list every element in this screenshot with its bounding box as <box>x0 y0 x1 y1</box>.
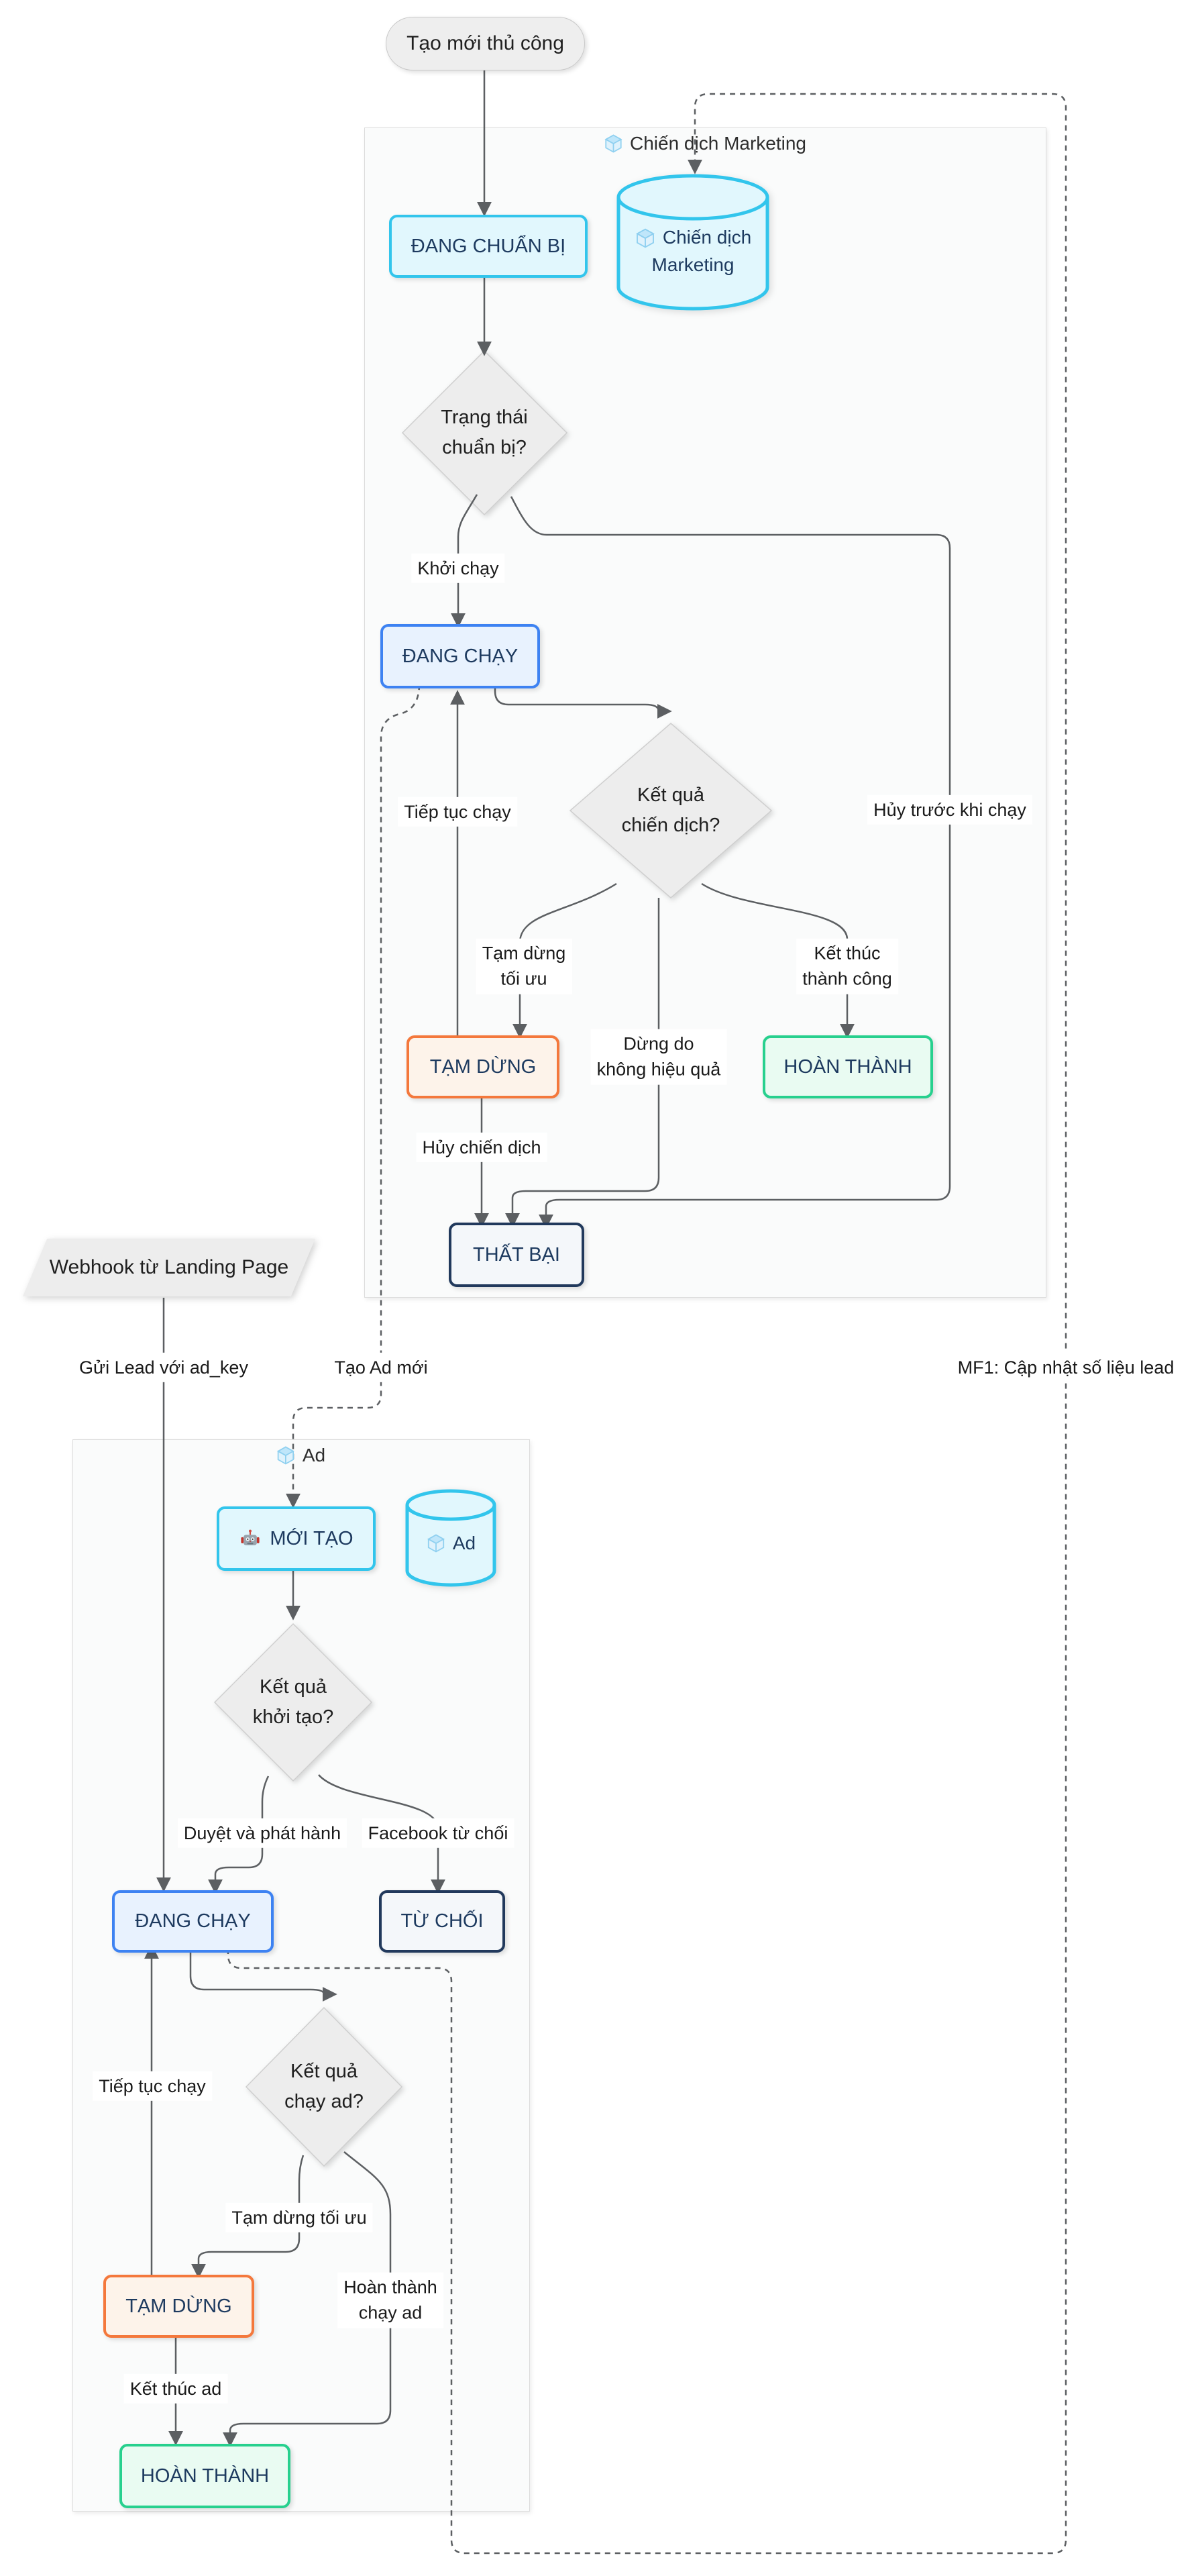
edge-label-tiep-tuc-chay-ad: Tiếp tục chạy <box>93 2071 212 2102</box>
state-running-campaign: ĐANG CHẠY <box>380 624 540 688</box>
webhook-label: Webhook từ Landing Page <box>49 1256 289 1278</box>
cube-icon <box>426 1533 446 1553</box>
edge-tam-dung-toi-uu-ad <box>191 2155 305 2279</box>
campaign-db-shape <box>616 197 769 311</box>
ad-db-shape <box>405 1505 496 1587</box>
edge-ket-thuc-thanh-cong <box>701 882 855 1039</box>
edge-label-facebook-tu-choi: Facebook từ chối <box>362 1818 514 1849</box>
state-rejected-ad-label: TỪ CHỐI <box>400 1910 484 1932</box>
edge-huy-truoc-khi-chay <box>510 496 951 1229</box>
edge-label-hoan-thanh-chay-ad: Hoàn thành chạy ad <box>337 2272 443 2328</box>
webhook-shape <box>23 1239 315 1296</box>
edge-dung-do <box>505 898 660 1228</box>
decision-campaign-result-shape <box>569 723 773 898</box>
cube-icon <box>635 227 656 249</box>
decision-ad-run-result-shape <box>245 2006 403 2167</box>
start-node: Tạo mới thủ công <box>386 17 585 70</box>
subgraph-campaign-title: Chiến dịch Marketing <box>629 133 807 154</box>
state-rejected-ad: TỪ CHỐI <box>379 1890 505 1953</box>
edge-label-ket-thuc-ad: Kết thúc ad <box>123 2373 228 2404</box>
edge-hoan-thanh-chay-ad <box>223 2151 392 2447</box>
decision-ad-init-result-shape <box>213 1622 373 1782</box>
decision-campaign-result: Kết quả chiến dịch? <box>621 784 720 836</box>
decision-ad-run-result: Kết quả chạy ad? <box>284 2061 364 2112</box>
edge-label-tam-dung-toi-uu-ad: Tạm dừng tối ưu <box>225 2202 373 2233</box>
edge-label-tam-dung-toi-uu-campaign: Tạm dừng tối ưu <box>476 938 572 994</box>
edge-label-tao-ad-moi: Tạo Ad mới <box>328 1352 434 1383</box>
state-paused-campaign: TẠM DỪNG <box>406 1035 559 1098</box>
decision-ad-init-result: Kết quả khởi tạo? <box>252 1676 334 1728</box>
state-preparing-label: ĐANG CHUẨN BỊ <box>411 235 566 257</box>
edge-label-khoi-chay: Khởi chạy <box>411 553 505 584</box>
robot-icon <box>239 1527 262 1550</box>
edge-running-to-result <box>494 684 666 725</box>
state-running-ad: ĐANG CHẠY <box>112 1890 274 1953</box>
edge-label-duyet-va-phat-hanh: Duyệt và phát hành <box>177 1818 347 1849</box>
webhook-node: Webhook từ Landing Page <box>23 1239 315 1296</box>
decision-prep-status-shape <box>401 350 568 516</box>
decision-prep-status: Trạng thái chuẩn bị? <box>441 407 528 458</box>
edge-khoi-chay <box>451 494 478 628</box>
campaign-db-line2: Marketing <box>651 254 735 275</box>
edge-label-dung-do: Dừng do không hiệu quả <box>590 1029 727 1085</box>
state-failed-campaign: THẤT BẠI <box>449 1223 584 1287</box>
ad-db-label: Ad <box>452 1532 476 1553</box>
subgraph-ad-title: Ad <box>302 1445 326 1465</box>
campaign-db-line1: Chiến dịch <box>662 227 752 248</box>
ad-db-top <box>405 1489 496 1521</box>
edge-label-tiep-tuc-chay-campaign: Tiếp tục chạy <box>398 796 517 827</box>
subgraph-campaign-label: Chiến dịch Marketing <box>603 133 806 154</box>
state-completed-campaign: HOÀN THÀNH <box>763 1035 933 1098</box>
state-running-campaign-label: ĐANG CHẠY <box>402 645 519 667</box>
state-completed-ad-label: HOÀN THÀNH <box>140 2465 270 2487</box>
cube-icon <box>603 134 623 154</box>
edge-label-mf1: MF1: Cập nhật số liệu lead <box>951 1352 1181 1383</box>
edge-tao-ad-moi-dashed <box>286 684 421 1508</box>
campaign-db-node: Chiến dịch Marketing <box>618 201 767 302</box>
edge-label-huy-truoc-khi-chay: Hủy trước khi chạy <box>867 794 1032 825</box>
state-completed-campaign-label: HOÀN THÀNH <box>783 1055 912 1078</box>
subgraph-ad-label: Ad <box>276 1445 325 1466</box>
edge-label-huy-chien-dich: Hủy chiến dịch <box>416 1132 547 1163</box>
cube-icon <box>276 1445 296 1465</box>
state-preparing: ĐANG CHUẨN BỊ <box>389 215 588 278</box>
state-ad-created: MỚI TẠO <box>217 1506 376 1571</box>
edge-running-ad-to-result <box>189 1949 331 2008</box>
edge-tam-dung-toi-uu <box>512 882 617 1039</box>
edge-label-ket-thuc-thanh-cong: Kết thúc thành công <box>796 938 898 994</box>
subgraph-campaign <box>364 127 1046 1298</box>
state-paused-campaign-label: TẠM DỪNG <box>429 1055 537 1078</box>
state-failed-campaign-label: THẤT BẠI <box>473 1243 560 1266</box>
state-running-ad-label: ĐANG CHẠY <box>135 1910 251 1932</box>
state-paused-ad: TẠM DỪNG <box>103 2275 254 2338</box>
start-node-label: Tạo mới thủ công <box>406 32 564 54</box>
state-ad-created-label: MỚI TẠO <box>270 1527 354 1549</box>
campaign-db-top <box>616 174 769 221</box>
edge-duyet-va-phat-hanh <box>208 1775 270 1894</box>
state-paused-ad-label: TẠM DỪNG <box>125 2295 232 2317</box>
state-completed-ad: HOÀN THÀNH <box>119 2444 290 2508</box>
ad-db-node: Ad <box>407 1513 494 1574</box>
edge-mf1-dashed <box>227 93 1067 2555</box>
edge-label-gui-lead: Gửi Lead với ad_key <box>73 1352 254 1383</box>
